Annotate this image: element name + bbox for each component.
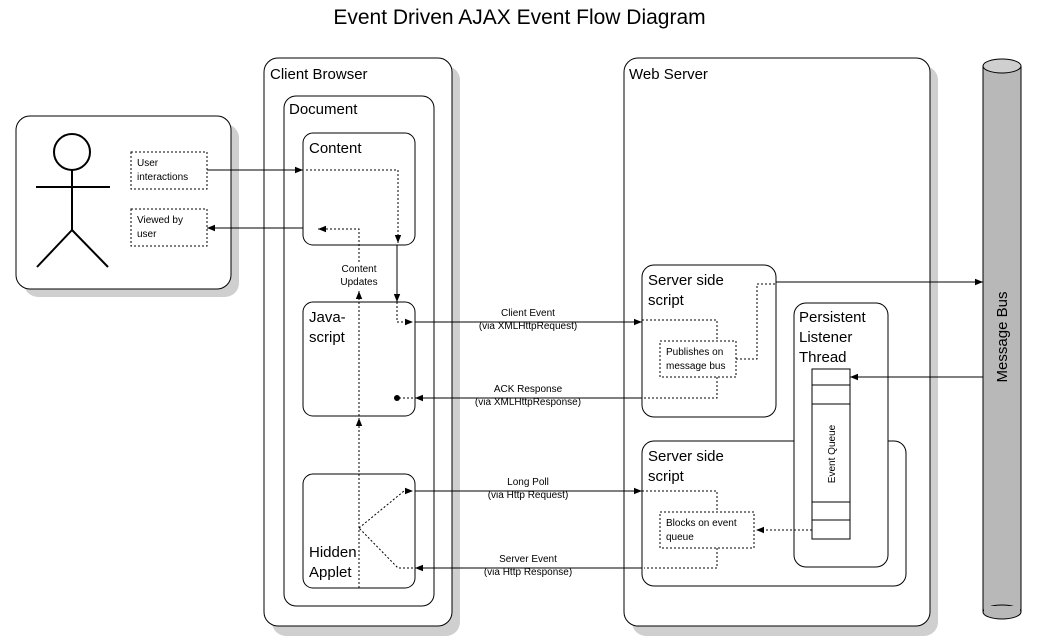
user-panel (15, 115, 232, 290)
server-event-internal-dotted (644, 548, 718, 569)
listener-line2: Listener (799, 329, 852, 346)
listener-line3: Thread (799, 349, 847, 366)
client-event-line1: Client Event (501, 308, 555, 319)
content-label: Content (309, 140, 362, 157)
blocks-line1: Blocks on event (666, 518, 737, 529)
server-script-2-line2: script (648, 468, 685, 485)
message-bus-label: Message Bus (994, 292, 1011, 383)
hidden-applet-line1: Hidden (309, 544, 357, 561)
server-script-1-line2: script (648, 292, 685, 309)
client-event-line2: (via XMLHttpRequest) (479, 321, 577, 332)
publishes-line1: Publishes on (666, 347, 723, 358)
content-updates-bg (336, 262, 382, 290)
viewed-by-user-line1: Viewed by (137, 215, 183, 226)
ack-endpoint-dot (394, 395, 400, 401)
javascript-label-line1: Java- (309, 309, 346, 326)
blocks-note (659, 511, 755, 549)
publishes-to-bus-dotted (736, 283, 775, 360)
long-poll-internal-dotted (642, 490, 718, 512)
server-event-line1: Server Event (499, 554, 557, 565)
long-poll-line2: (via Http Request) (488, 490, 569, 501)
diagram-title: Event Driven AJAX Event Flow Diagram (333, 6, 706, 29)
ack-dotted (644, 377, 718, 399)
applet-server-event-dotted (358, 527, 413, 569)
client-browser-label: Client Browser (270, 66, 368, 83)
server-publish-dotted (642, 319, 718, 341)
listener-line1: Persistent (799, 309, 867, 326)
user-interactions-line1: User (137, 158, 159, 169)
web-server-label: Web Server (629, 66, 708, 83)
server-script-2-line1: Server side (648, 448, 724, 465)
content-internal-dotted (306, 169, 402, 243)
viewed-by-user-line2: user (137, 229, 157, 240)
applet-long-poll-dotted (358, 487, 413, 529)
javascript-label-line2: script (309, 329, 346, 346)
stick-figure-icon (36, 133, 110, 268)
user-interactions-line2: interactions (137, 172, 188, 183)
server-event-line2: (via Http Response) (484, 567, 572, 578)
ack-response-line2: (via XMLHttpResponse) (475, 397, 581, 408)
js-client-event-dotted (396, 302, 413, 326)
content-updates-line1: Content (341, 264, 376, 275)
server-script-1-line1: Server side (648, 272, 724, 289)
hidden-applet-line2: Applet (309, 564, 352, 581)
event-queue-label: Event Queue (827, 424, 838, 483)
event-queue (811, 368, 851, 540)
ack-response-line1: ACK Response (494, 384, 563, 395)
viewed-by-user-note (130, 208, 208, 247)
content-update-dotted (318, 225, 360, 262)
publishes-line2: message bus (666, 361, 725, 372)
content-updates-line2: Updates (340, 277, 377, 288)
blocks-line2: queue (666, 532, 694, 543)
long-poll-line1: Long Poll (507, 477, 549, 488)
document-label: Document (289, 101, 358, 118)
user-interactions-note (130, 151, 208, 190)
publishes-note (659, 340, 737, 378)
message-bus-cylinder (982, 58, 1022, 620)
